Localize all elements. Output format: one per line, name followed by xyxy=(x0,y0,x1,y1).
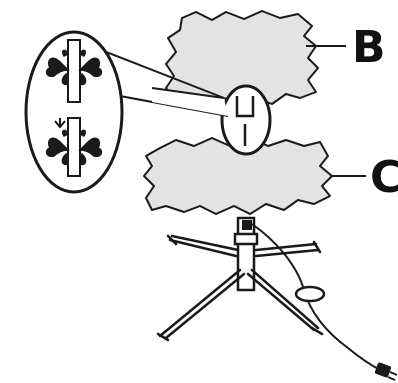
tree-stand xyxy=(156,234,324,342)
trunk-plug-socket xyxy=(242,220,252,230)
detail-branch-cluster-upper xyxy=(45,49,103,86)
magnifier-connector-fill xyxy=(152,88,228,116)
magnifier-connector-upper xyxy=(95,47,225,99)
label-b: B xyxy=(352,22,386,73)
foot-switch-icon xyxy=(294,285,326,303)
label-c: C xyxy=(370,152,398,203)
power-cord xyxy=(251,223,385,373)
joint-pole-top xyxy=(235,96,255,118)
magnifier-connector-mid xyxy=(151,87,225,99)
detail-branch-cluster-lower xyxy=(45,129,103,166)
detail-pole-lower xyxy=(67,117,81,177)
power-plug-icon xyxy=(374,362,398,381)
trunk-collar xyxy=(233,232,259,246)
joint-highlight-oval xyxy=(220,84,272,156)
detail-pole-upper xyxy=(67,39,81,103)
detail-insert-arrow xyxy=(54,118,66,129)
upper-tree-section xyxy=(165,10,319,107)
